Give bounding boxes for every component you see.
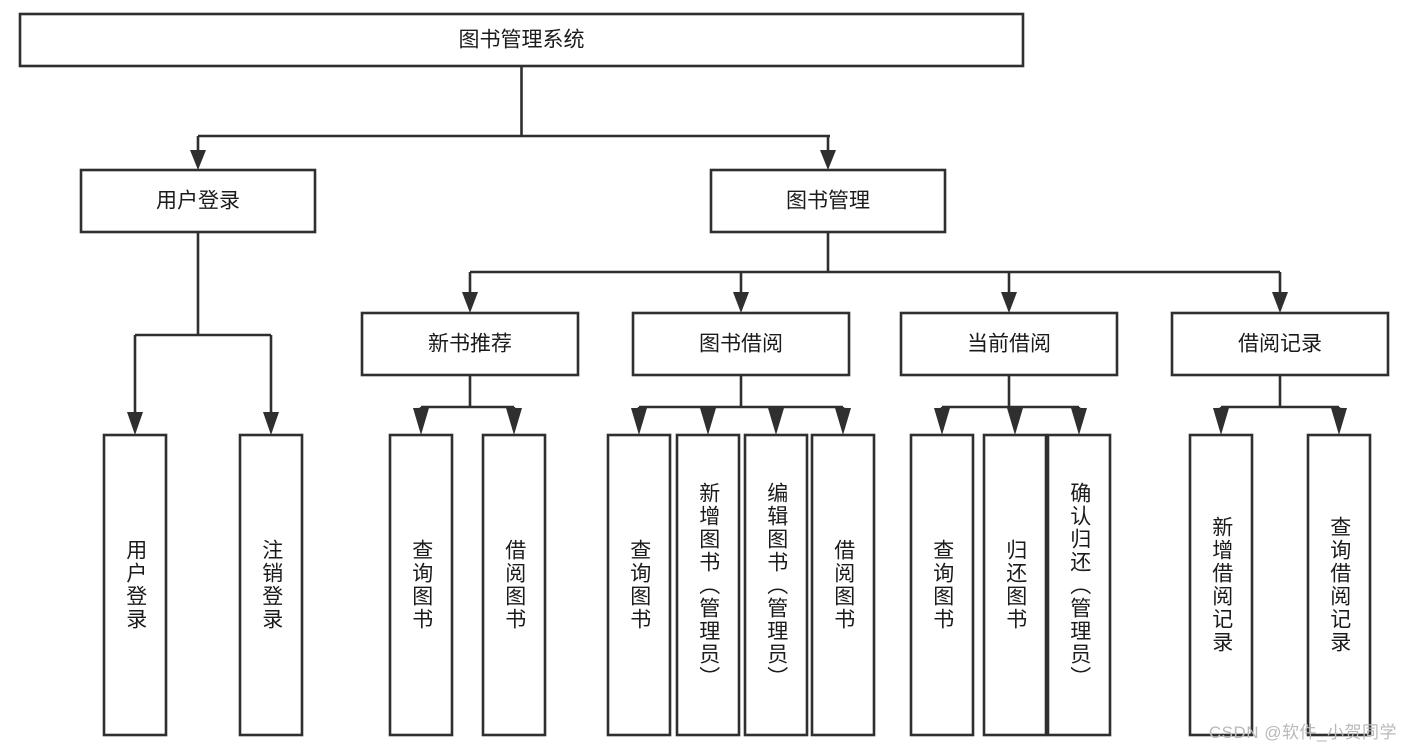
node-current-borrow[interactable] — [899, 311, 1119, 377]
node-book-manage[interactable] — [709, 168, 947, 234]
node-user-login-label: 用户登录 — [156, 190, 240, 213]
arrow-to-new-book-recommend — [462, 292, 478, 313]
node-borrow-record-label: 借阅记录 — [1238, 333, 1322, 356]
node-leaf-query-book-2[interactable] — [606, 433, 672, 737]
node-book-borrow-label: 图书借阅 — [699, 333, 783, 356]
node-leaf-borrow-book-2[interactable] — [810, 433, 876, 737]
node-leaf-add-borrow-record[interactable] — [1188, 433, 1254, 737]
arrow-to-leaf-add-borrow-record — [1213, 408, 1229, 435]
csdn-watermark: CSDN @软件_小贺同学 — [1208, 723, 1397, 742]
node-root[interactable] — [18, 12, 1025, 68]
node-root-label: 图书管理系统 — [459, 29, 585, 52]
node-leaf-add-book-admin[interactable] — [675, 433, 741, 737]
arrow-to-leaf-user-login — [127, 412, 143, 435]
node-user-login[interactable] — [79, 168, 317, 234]
arrow-to-leaf-query-book-2 — [631, 408, 647, 435]
arrow-to-leaf-logout — [263, 412, 279, 435]
node-leaf-borrow-book-1[interactable] — [481, 433, 547, 737]
arrow-to-leaf-query-book-1 — [413, 408, 429, 435]
node-leaf-query-book-1[interactable] — [388, 433, 454, 737]
node-leaf-user-login[interactable] — [102, 433, 168, 737]
arrow-to-leaf-borrow-book-1 — [506, 408, 522, 435]
arrow-to-borrow-record — [1272, 292, 1288, 313]
node-book-manage-label: 图书管理 — [786, 190, 870, 213]
arrow-to-leaf-return-book — [1007, 408, 1023, 435]
arrow-to-book-manage — [820, 150, 836, 170]
arrow-to-leaf-borrow-book-2 — [835, 408, 851, 435]
node-current-borrow-label: 当前借阅 — [967, 333, 1051, 356]
node-leaf-query-book-3[interactable] — [909, 433, 975, 737]
arrow-to-leaf-edit-book-admin — [768, 408, 784, 435]
node-new-book-recommend[interactable] — [360, 311, 580, 377]
node-new-book-recommend-label: 新书推荐 — [428, 333, 512, 356]
arrow-to-leaf-add-book-admin — [700, 408, 716, 435]
node-borrow-record[interactable] — [1170, 311, 1390, 377]
node-leaf-logout[interactable] — [238, 433, 304, 737]
arrow-to-leaf-confirm-return-admin — [1071, 408, 1087, 435]
node-layer: 图书管理系统 用户登录 图书管理 新书推荐 图书借阅 当前借阅 借阅记录 — [18, 12, 1390, 737]
node-leaf-query-borrow-record[interactable] — [1306, 433, 1372, 737]
arrow-to-leaf-query-borrow-record — [1331, 408, 1347, 435]
arrow-to-user-login — [190, 150, 206, 170]
arrow-to-book-borrow — [733, 292, 749, 313]
node-leaf-return-book[interactable] — [982, 433, 1048, 737]
node-leaf-edit-book-admin[interactable] — [743, 433, 809, 737]
arrow-to-current-borrow — [1001, 292, 1017, 313]
arrow-to-leaf-query-book-3 — [934, 408, 950, 435]
connector-layer — [127, 66, 1347, 435]
node-leaf-confirm-return-admin[interactable] — [1046, 433, 1112, 737]
node-book-borrow[interactable] — [631, 311, 851, 377]
